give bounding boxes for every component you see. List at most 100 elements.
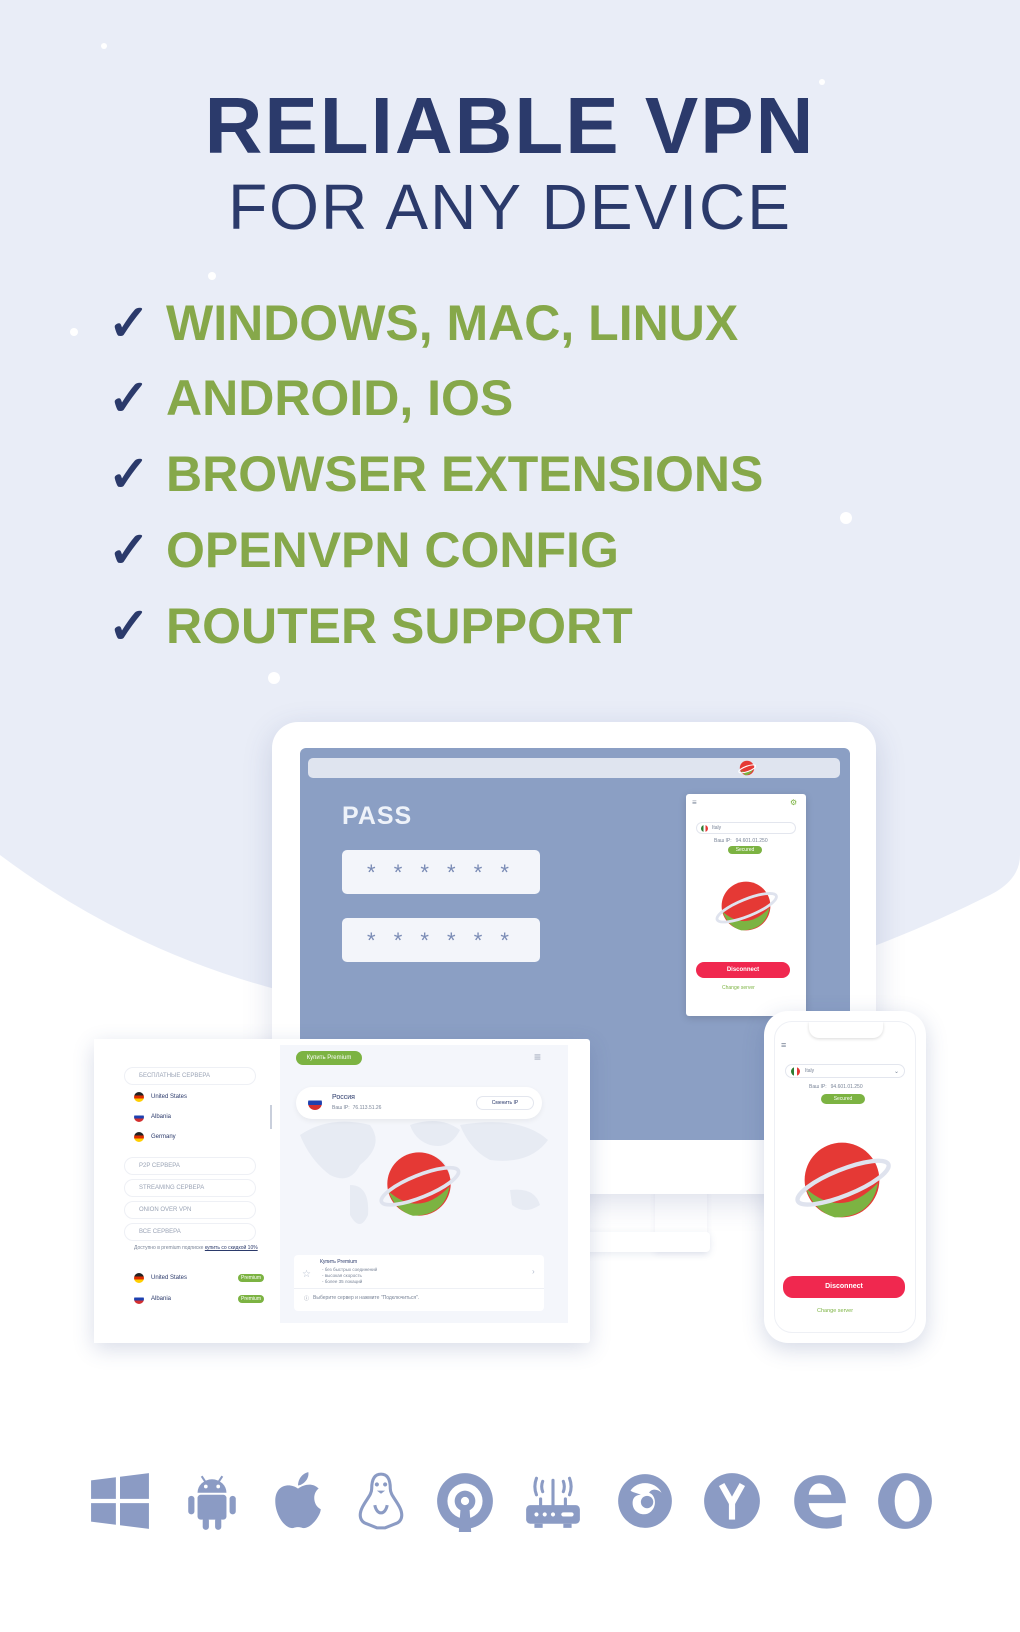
- apple-icon: [267, 1470, 329, 1532]
- country-row[interactable]: Albania: [134, 1112, 171, 1122]
- hint-row: ⓘ Выберите сервер и нажмите "Подключитьс…: [304, 1295, 419, 1302]
- android-icon: [181, 1470, 243, 1532]
- check-icon: ✓: [108, 446, 150, 502]
- connection-card: Россия Ваш IP: 76.113.51.26 Сменить IP: [296, 1087, 542, 1119]
- hint-text: Выберите сервер и нажмите "Подключиться"…: [313, 1295, 420, 1301]
- feature-label: OPENVPN CONFIG: [166, 522, 619, 578]
- opera-icon: [874, 1470, 936, 1532]
- germany-flag-icon: [134, 1273, 144, 1283]
- pass-title: PASS: [342, 802, 413, 830]
- menu-icon[interactable]: ≡: [534, 1050, 542, 1064]
- section-p2p-servers[interactable]: P2P СЕРВЕРА: [124, 1157, 256, 1175]
- info-icon: ⓘ: [304, 1296, 310, 1302]
- extension-popup: ≡ ⚙ Italy Ваш IP: 94.601.01.250 Secured …: [686, 794, 806, 1016]
- section-all-servers[interactable]: ВСЕ СЕРВЕРА: [124, 1223, 256, 1241]
- country-row[interactable]: Albania Premium: [134, 1294, 264, 1304]
- feature-label: ROUTER SUPPORT: [166, 598, 633, 654]
- linux-icon: [350, 1470, 412, 1532]
- germany-flag-icon: [134, 1132, 144, 1142]
- russia-flag-icon: [134, 1294, 144, 1304]
- ip-value: 76.113.51.26: [352, 1105, 382, 1111]
- menu-icon[interactable]: ≡: [692, 798, 697, 807]
- country-name: Italy: [712, 825, 722, 831]
- premium-card-title: Купить Premium: [320, 1259, 358, 1265]
- buy-premium-button[interactable]: Купить Premium: [296, 1051, 362, 1065]
- server-sidebar: БЕСПЛАТНЫЕ СЕРВЕРА United States Albania…: [94, 1039, 280, 1343]
- section-onion-servers[interactable]: ONION OVER VPN: [124, 1201, 256, 1219]
- yandex-icon: [701, 1470, 763, 1532]
- country-name: Germany: [151, 1134, 176, 1140]
- check-icon: ✓: [108, 598, 150, 654]
- country-name: Albania: [151, 1296, 172, 1302]
- headline-subtitle: FOR ANY DEVICE: [228, 171, 792, 243]
- premium-card-line: - более 35 локаций: [322, 1279, 363, 1284]
- premium-card[interactable]: ☆ Купить Premium - без быстрых соединени…: [294, 1255, 544, 1311]
- change-server-link[interactable]: Change server: [817, 1308, 854, 1314]
- desktop-app-window: БЕСПЛАТНЫЕ СЕРВЕРА United States Albania…: [94, 1039, 590, 1343]
- phone-mockup: ≡ Italy ⌄ Ваш IP: 94.601.01.250 Secured …: [764, 1011, 926, 1343]
- country-name: Albania: [151, 1114, 172, 1120]
- russia-flag-icon: [134, 1112, 144, 1122]
- chevron-down-icon: ⌄: [893, 1068, 899, 1075]
- section-streaming-servers[interactable]: STREAMING СЕРВЕРА: [124, 1179, 256, 1197]
- check-icon: ✓: [108, 522, 150, 578]
- ip-value: 94.601.01.250: [735, 838, 768, 844]
- feature-item: ✓ WINDOWS, MAC, LINUX: [108, 293, 738, 353]
- status-badge: Secured: [821, 1094, 865, 1104]
- ip-value: 94.601.01.250: [830, 1084, 863, 1090]
- ip-label: Ваш IP:: [714, 838, 732, 844]
- feature-label: BROWSER EXTENSIONS: [166, 446, 764, 502]
- disconnect-button[interactable]: Disconnect: [696, 962, 790, 978]
- router-icon: [522, 1470, 584, 1532]
- feature-item: ✓ BROWSER EXTENSIONS: [108, 444, 763, 504]
- premium-badge: Premium: [238, 1274, 264, 1282]
- ip-label: Ваш IP:: [332, 1105, 350, 1111]
- change-ip-button[interactable]: Сменить IP: [476, 1096, 534, 1110]
- country-select[interactable]: Italy ⌄: [785, 1064, 905, 1078]
- country-row[interactable]: Germany: [134, 1132, 176, 1142]
- premium-card-line: - без быстрых соединений: [322, 1267, 378, 1272]
- app-main-panel: Купить Premium ≡ Россия Ваш IP: 76.113.5…: [280, 1045, 568, 1323]
- country-name: United States: [151, 1275, 188, 1281]
- feature-item: ✓ ROUTER SUPPORT: [108, 596, 633, 656]
- browser-address-bar[interactable]: [308, 758, 840, 778]
- openvpn-icon: [434, 1470, 496, 1532]
- germany-flag-icon: [134, 1092, 144, 1102]
- check-icon: ✓: [108, 295, 150, 351]
- star-icon: ☆: [302, 1269, 311, 1280]
- status-badge: Secured: [728, 846, 762, 854]
- feature-item: ✓ ANDROID, IOS: [108, 368, 513, 428]
- scrollbar[interactable]: [270, 1105, 272, 1129]
- planet-icon[interactable]: [791, 1134, 893, 1226]
- extension-planet-icon[interactable]: [738, 759, 756, 777]
- country-row[interactable]: United States: [134, 1092, 187, 1102]
- monitor-base: [560, 1232, 710, 1252]
- feature-label: WINDOWS, MAC, LINUX: [166, 295, 739, 351]
- menu-icon[interactable]: ≡: [781, 1040, 787, 1050]
- planet-icon[interactable]: [376, 1145, 462, 1223]
- planet-icon: [715, 881, 778, 931]
- phone-notch: [809, 1022, 883, 1038]
- country-name: Italy: [805, 1068, 815, 1074]
- promo-link[interactable]: купить со скидкой 10%: [204, 1245, 258, 1251]
- edge-icon: [788, 1470, 850, 1532]
- feature-label: ANDROID, IOS: [166, 370, 514, 426]
- ip-label: Ваш IP:: [809, 1084, 827, 1090]
- gear-icon[interactable]: ⚙: [790, 798, 798, 807]
- password-field[interactable]: * * * * * *: [342, 850, 540, 894]
- windows-icon: [89, 1470, 151, 1532]
- password-field[interactable]: * * * * * *: [342, 918, 540, 962]
- country-row[interactable]: United States Premium: [134, 1273, 264, 1283]
- feature-item: ✓ OPENVPN CONFIG: [108, 520, 619, 580]
- section-free-servers[interactable]: БЕСПЛАТНЫЕ СЕРВЕРА: [124, 1067, 256, 1085]
- premium-badge: Premium: [238, 1295, 264, 1303]
- change-server-link[interactable]: Change server: [722, 985, 755, 991]
- disconnect-button[interactable]: Disconnect: [783, 1276, 905, 1298]
- chevron-right-icon: ›: [532, 1267, 535, 1276]
- current-country: Россия: [332, 1094, 355, 1101]
- headline-title: RELIABLE VPN: [204, 81, 816, 170]
- country-select[interactable]: Italy: [696, 822, 796, 834]
- check-icon: ✓: [108, 370, 150, 426]
- premium-card-line: - высокая скорость: [322, 1273, 362, 1278]
